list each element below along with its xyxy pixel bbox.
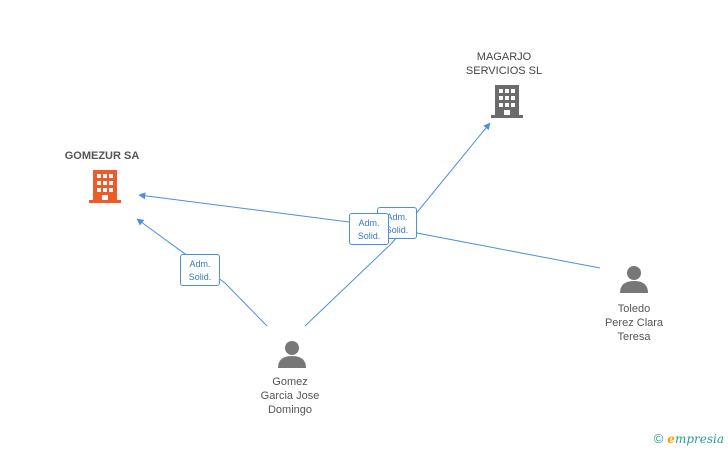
copyright-icon: © bbox=[653, 431, 664, 446]
brand-logo[interactable]: empresia bbox=[667, 432, 724, 446]
person-icon bbox=[278, 341, 306, 368]
edge-gomez-gomezur bbox=[136, 218, 268, 327]
company-label-magarjo[interactable]: MAGARJO SERVICIOS SL bbox=[465, 51, 543, 77]
brand-rest: mpresia bbox=[674, 431, 724, 446]
footer-brand: © empresia bbox=[654, 431, 724, 446]
building-icon bbox=[89, 170, 121, 203]
brand-e: e bbox=[667, 431, 675, 446]
person-label-toledo[interactable]: Toledo Perez Clara Teresa bbox=[604, 303, 664, 343]
company-label-gomezur[interactable]: GOMEZUR SA bbox=[64, 150, 140, 162]
person-icon bbox=[620, 266, 648, 293]
building-icon bbox=[491, 85, 523, 118]
person-label-gomez[interactable]: Gomez Garcia Jose Domingo bbox=[260, 376, 320, 416]
edge-label-role: Adm. Solid. bbox=[180, 254, 220, 286]
edge-label-role: Adm. Solid. bbox=[349, 213, 389, 245]
edge-gomez-magarjo bbox=[304, 122, 491, 327]
